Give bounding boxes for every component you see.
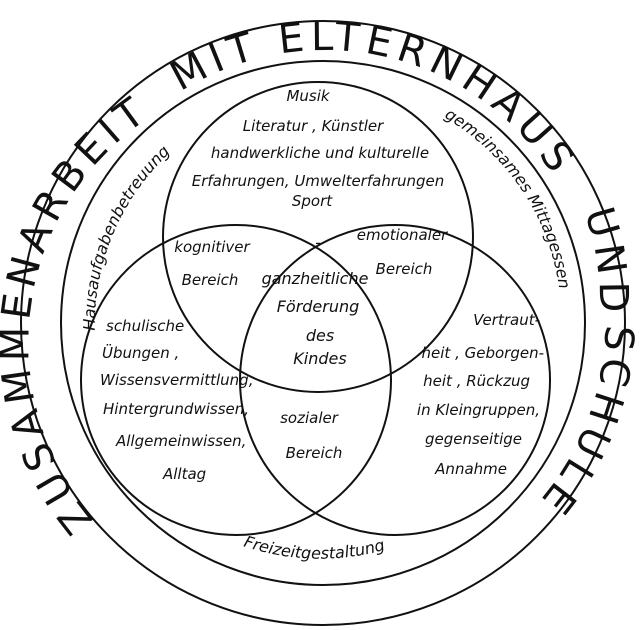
top-line: Musik <box>286 87 330 105</box>
right-line: Vertraut- <box>473 311 540 329</box>
right-circle-text: Vertraut- heit , Geborgen- heit , Rückzu… <box>417 311 544 478</box>
top-circle-text: Musik Literatur , Künstler handwerkliche… <box>192 87 445 210</box>
left-line: Alltag <box>162 465 206 483</box>
left-line: Allgemeinwissen, <box>115 432 246 450</box>
emotional-area: emotionaler Bereich <box>357 226 448 278</box>
center-line: des <box>306 326 334 345</box>
social-line: sozialer <box>280 409 339 427</box>
inner-circle <box>60 60 586 586</box>
outer-label-left: ZUSAMMENARBEIT <box>0 86 158 542</box>
outer-label-bottom-right: SCHULE <box>529 324 640 527</box>
center-dash: - <box>315 233 321 252</box>
left-circle <box>80 224 392 536</box>
right-line: heit , Rückzug <box>423 372 530 390</box>
emotional-line: emotionaler <box>357 226 448 244</box>
inner-label-bottom: Freizeitgestaltung <box>242 532 387 563</box>
left-line: Wissensvermittlung, <box>100 371 253 389</box>
right-circle <box>239 224 551 536</box>
left-line: Übungen , <box>102 343 179 362</box>
right-line: in Kleingruppen, <box>417 401 540 419</box>
center-line: ganzheitliche <box>262 269 369 288</box>
cognitive-area: kognitiver Bereich <box>174 238 250 289</box>
center-area: - ganzheitliche Förderung des Kindes <box>262 233 369 368</box>
center-line: Förderung <box>277 297 360 316</box>
cognitive-line: Bereich <box>182 271 239 289</box>
top-line: Erfahrungen, Umwelterfahrungen <box>192 172 445 190</box>
cognitive-line: kognitiver <box>174 238 250 256</box>
top-line: Literatur , Künstler <box>243 117 384 135</box>
social-line: Bereich <box>286 444 343 462</box>
outer-circle <box>20 20 626 626</box>
social-area: sozialer Bereich <box>280 409 342 462</box>
right-line: Annahme <box>434 460 507 478</box>
center-line: Kindes <box>293 349 346 368</box>
right-line: gegenseitige <box>425 430 522 448</box>
right-line: heit , Geborgen- <box>422 344 544 362</box>
left-line: schulische <box>106 317 184 335</box>
top-line: handwerkliche und kulturelle <box>211 144 429 162</box>
top-circle <box>162 81 474 393</box>
top-line: Sport <box>292 192 333 210</box>
left-line: Hintergrundwissen, <box>103 400 249 418</box>
emotional-line: Bereich <box>376 260 433 278</box>
left-circle-text: schulische Übungen , Wissensvermittlung,… <box>100 317 253 483</box>
